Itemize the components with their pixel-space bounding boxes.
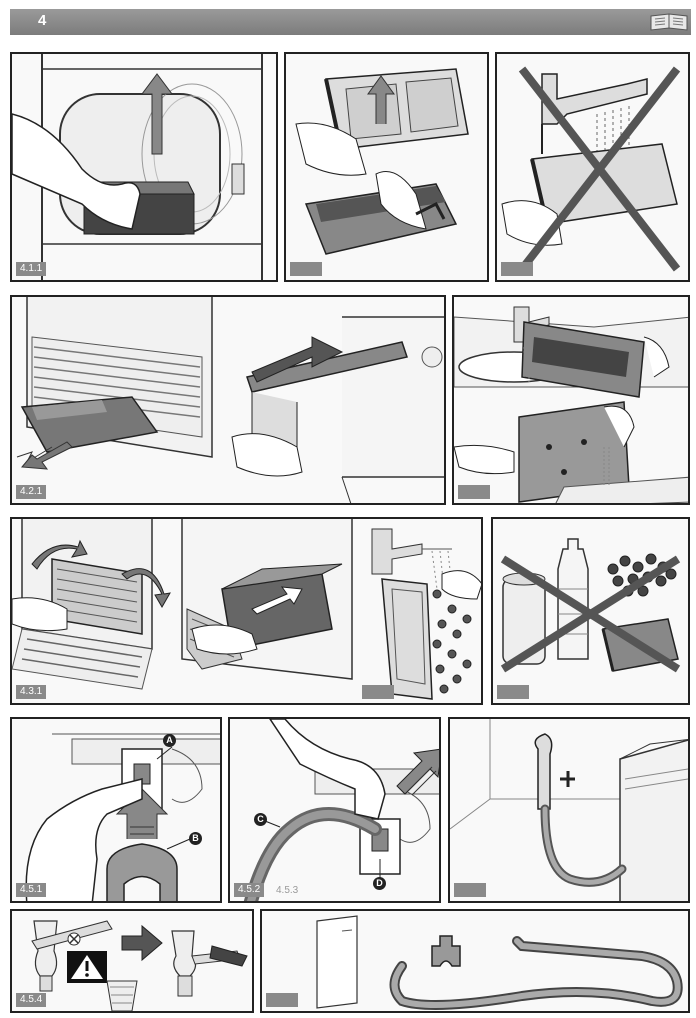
- panel-no-chemicals: [491, 517, 690, 705]
- panel-label: 4.2.1: [16, 485, 47, 499]
- panel-filter-open: [284, 52, 489, 282]
- warning-triangle-icon: [67, 951, 107, 983]
- callout-b: B: [189, 832, 202, 845]
- direction-arrow-icon: [121, 924, 163, 962]
- prohibited-cross-icon: [518, 66, 681, 272]
- condenser-tray-removal-illustration: [16, 297, 444, 503]
- panel-label-blank: [362, 685, 394, 699]
- drain-hose-wall-illustration: [450, 719, 688, 901]
- tray-emptying-sink-illustration: [454, 306, 688, 503]
- panel-label-blank: [266, 993, 298, 1007]
- panel-tray-emptying: [452, 295, 690, 505]
- ghost-label: 4.5.3: [276, 885, 299, 896]
- no-detergents-illustration: [500, 538, 681, 673]
- panel-drain-hose-installed: [448, 717, 690, 903]
- filter-cleaning-illustration: [12, 519, 481, 700]
- panel-4-1-1: 4.1.1: [10, 52, 278, 282]
- panel-do-not-wash-under-tap: [495, 52, 690, 282]
- panel-4-3-1: 4.3.1: [10, 517, 483, 705]
- panel-4-5-4: 4.5.4: [10, 909, 254, 1013]
- panel-label: 4.5.4: [16, 993, 47, 1007]
- panel-label-blank: [501, 262, 533, 276]
- panel-4-2-1: 4.2.1: [10, 295, 446, 505]
- panel-label-blank: [454, 883, 486, 897]
- tap-wash-prohibited-illustration: [501, 66, 681, 272]
- callout-c: C: [254, 813, 267, 826]
- callout-a: A: [163, 734, 176, 747]
- drain-hose-connect-illustration: [243, 719, 439, 901]
- panel-label-blank: [497, 685, 529, 699]
- panel-4-5-2: C D 4.5.2 4.5.3: [228, 717, 441, 903]
- callout-d: D: [373, 877, 386, 890]
- panel-4-5-1: A B 4.5.1: [10, 717, 222, 903]
- accessories-illustration: [316, 915, 683, 1010]
- panel-label: 4.5.1: [16, 883, 47, 897]
- panel-label: 4.1.1: [16, 262, 47, 276]
- filter-open-illustration: [295, 68, 469, 255]
- panel-label: 4.5.2: [234, 883, 265, 897]
- prohibited-cross-icon: [500, 555, 681, 673]
- header-bar: 4: [10, 9, 691, 35]
- drain-cap-removal-illustration: [25, 733, 220, 901]
- panel-label: 4.3.1: [16, 685, 47, 699]
- panel-label-blank: [458, 485, 490, 499]
- manual-book-icon: [650, 13, 688, 31]
- panel-label-blank: [290, 262, 322, 276]
- sink-trap-connect-illustration: [31, 920, 248, 1011]
- panel-included-accessories: [260, 909, 690, 1013]
- dryer-filter-removal-illustration: [12, 54, 263, 280]
- page-number: 4: [38, 12, 47, 29]
